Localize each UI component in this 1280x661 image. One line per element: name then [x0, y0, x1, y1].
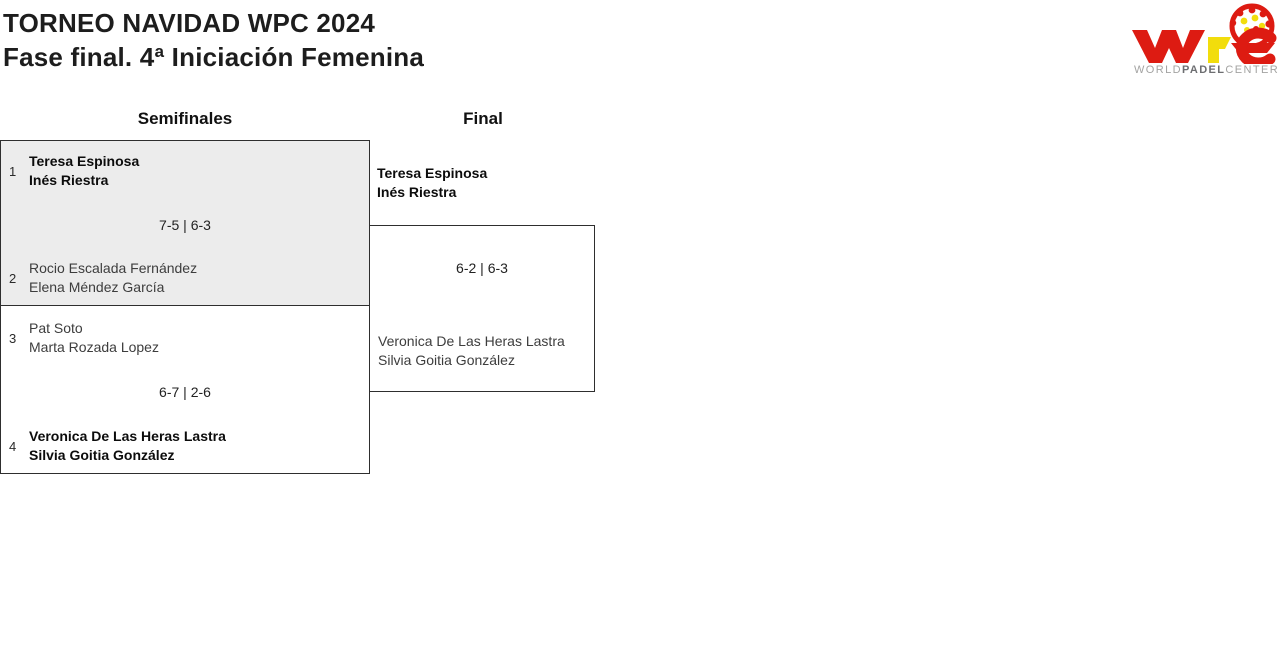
final-match: 6-2 | 6-3 Veronica De Las Heras Lastra S…	[369, 225, 595, 392]
team-names: Veronica De Las Heras Lastra Silvia Goit…	[29, 427, 226, 465]
tournament-title: TORNEO NAVIDAD WPC 2024	[3, 8, 376, 38]
final-bottom-team: Veronica De Las Heras Lastra Silvia Goit…	[378, 332, 565, 370]
seed-number: 2	[9, 270, 17, 286]
player-name: Teresa Espinosa	[29, 153, 140, 169]
team-row-top: 1 Teresa Espinosa Inés Riestra	[9, 152, 361, 190]
match-score: 7-5 | 6-3	[159, 216, 211, 233]
brand-word-padel: PADEL	[1181, 64, 1226, 76]
page-header: TORNEO NAVIDAD WPC 2024 Fase final. 4ª I…	[3, 6, 424, 74]
brand-word-center: CENTER	[1225, 64, 1280, 76]
tournament-subtitle: Fase final. 4ª Iniciación Femenina	[3, 42, 424, 72]
match-score: 6-2 | 6-3	[456, 260, 508, 276]
round-header-semifinales: Semifinales	[137, 109, 233, 128]
player-name: Teresa Espinosa	[377, 165, 488, 181]
seed-number: 1	[9, 163, 17, 179]
player-name: Rocio Escalada Fernández	[29, 260, 198, 276]
wpc-logo: WORLDPADELCENTER	[1128, 2, 1280, 84]
player-name: Silvia Goitia González	[378, 352, 515, 368]
team-row-top: 3 Pat Soto Marta Rozada Lopez	[9, 319, 361, 357]
player-name: Veronica De Las Heras Lastra	[378, 333, 565, 349]
team-names: Rocio Escalada Fernández Elena Méndez Ga…	[29, 259, 197, 297]
team-row-bottom: 2 Rocio Escalada Fernández Elena Méndez …	[9, 259, 361, 297]
round-header-final: Final	[463, 109, 503, 128]
seed-number: 3	[9, 330, 17, 346]
player-name: Inés Riestra	[29, 172, 109, 188]
player-name: Marta Rozada Lopez	[29, 339, 159, 355]
player-name: Veronica De Las Heras Lastra	[29, 428, 226, 444]
team-row-bottom: 4 Veronica De Las Heras Lastra Silvia Go…	[9, 427, 361, 465]
final-top-team: Teresa Espinosa Inés Riestra	[377, 164, 487, 202]
player-name: Elena Méndez García	[29, 279, 165, 295]
seed-number: 4	[9, 438, 17, 454]
wpc-monogram-icon	[1132, 3, 1277, 64]
brand-wordmark: WORLDPADELCENTER	[1134, 64, 1280, 76]
brand-word-world: WORLD	[1134, 64, 1182, 76]
team-names: Pat Soto Marta Rozada Lopez	[29, 319, 159, 357]
semifinal-match-2: 3 Pat Soto Marta Rozada Lopez 6-7 | 2-6 …	[0, 306, 370, 474]
semifinal-match-1: 1 Teresa Espinosa Inés Riestra 7-5 | 6-3…	[0, 140, 370, 306]
match-score: 6-7 | 2-6	[159, 384, 211, 400]
player-name: Pat Soto	[29, 320, 83, 336]
team-names: Teresa Espinosa Inés Riestra	[29, 152, 139, 190]
player-name: Silvia Goitia González	[29, 447, 175, 463]
player-name: Inés Riestra	[377, 184, 457, 200]
